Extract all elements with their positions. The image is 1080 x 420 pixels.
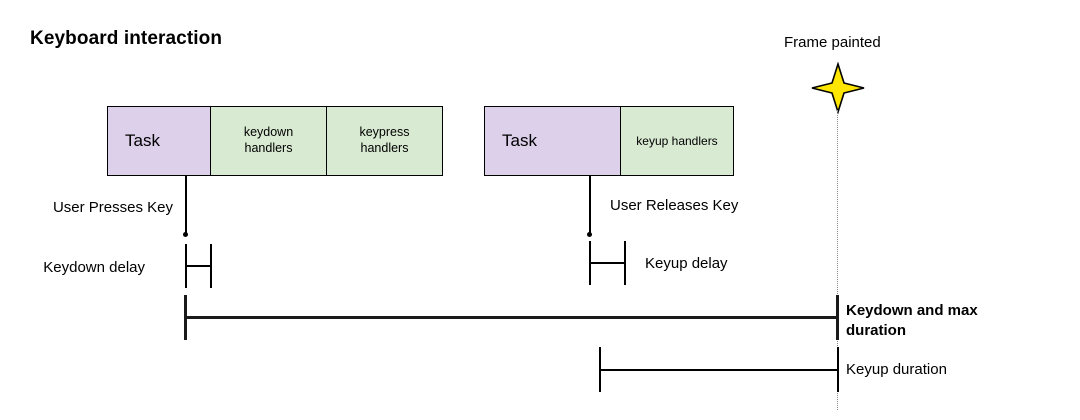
keydown-delay-label: Keydown delay — [43, 259, 145, 276]
task-box-2-label: Task — [502, 131, 537, 151]
keyup-handlers-label: keyup handlers — [636, 133, 718, 148]
keydown-duration-span — [184, 316, 838, 319]
task-box-1: Task — [107, 106, 211, 176]
keypress-handlers-line2: handlers — [360, 141, 409, 155]
keyup-duration-label: Keyup duration — [846, 361, 947, 378]
release-event-leader-line — [589, 176, 591, 235]
user-releases-key-label: User Releases Key — [610, 197, 739, 214]
keydown-delay-span — [185, 265, 211, 267]
task-box-2: Task — [484, 106, 621, 176]
keydown-handlers-line2: handlers — [244, 141, 293, 155]
keypress-handlers-label: keypress handlers — [359, 125, 409, 156]
keydown-max-duration-label-line2: duration — [846, 321, 906, 339]
keydown-handlers-box: keydown handlers — [210, 106, 327, 176]
keydown-handlers-line1: keydown — [243, 125, 294, 140]
keydown-max-duration-label-line1: Keydown and max — [846, 302, 978, 319]
keydown-duration-tick-end — [836, 295, 839, 340]
keyup-duration-tick-end — [837, 347, 839, 392]
frame-painted-guideline — [837, 110, 838, 410]
keydown-handlers-label: keydown handlers — [244, 125, 293, 156]
press-event-marker — [183, 232, 188, 237]
keypress-handlers-line1: keypress — [359, 125, 410, 140]
four-point-star-icon — [810, 61, 866, 119]
keyup-duration-span — [599, 369, 838, 371]
keydown-max-duration-label: Keydown and max duration — [846, 301, 1026, 340]
user-presses-key-label: User Presses Key — [52, 199, 173, 216]
keypress-handlers-box: keypress handlers — [326, 106, 443, 176]
keyup-delay-span — [589, 262, 625, 264]
task-box-1-label: Task — [125, 131, 160, 151]
frame-painted-label: Frame painted — [784, 34, 881, 51]
keyup-delay-label: Keyup delay — [645, 255, 728, 272]
page-title: Keyboard interaction — [30, 28, 223, 49]
release-event-marker — [587, 232, 592, 237]
press-event-leader-line — [185, 176, 187, 235]
keyup-handlers-box: keyup handlers — [620, 106, 734, 176]
